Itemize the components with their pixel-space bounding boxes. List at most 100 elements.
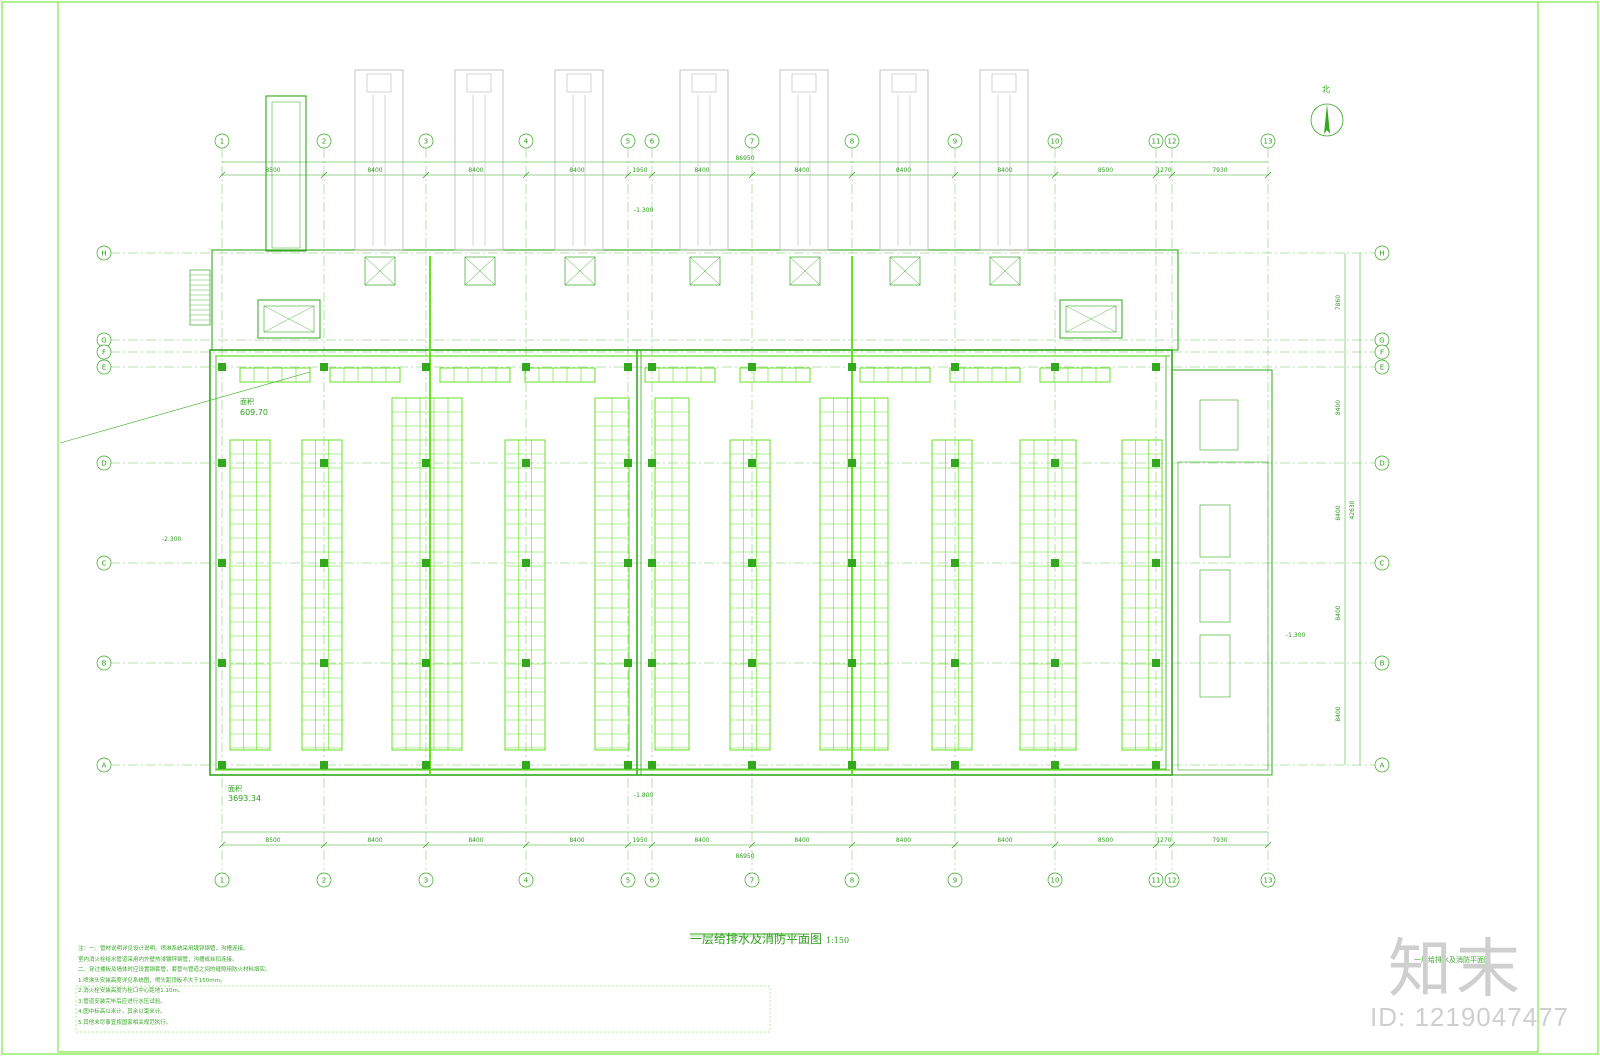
- dimension-label: 8400: [367, 167, 382, 174]
- note-line: 1.喷淋头安装高度详见系统图，喷头距顶板不大于150mm。: [78, 977, 226, 984]
- axis-bubble: [96, 655, 112, 671]
- equipment-box: [1199, 399, 1239, 451]
- air-cooler: [949, 367, 1021, 383]
- cold-storage-wall: [209, 349, 1173, 776]
- north-corridor-wall: [211, 249, 1179, 351]
- axis-bubble: [316, 872, 332, 888]
- structural-column: [748, 459, 756, 467]
- structural-column: [1051, 659, 1059, 667]
- dimension-tick: [422, 171, 430, 179]
- dimension-tick: [1051, 171, 1059, 179]
- watermark-id: ID: 1219047477: [1370, 1002, 1570, 1032]
- machine-room-x: [263, 305, 315, 333]
- axis-bubble: [1374, 655, 1390, 671]
- axis-label: 6: [650, 877, 655, 885]
- axis-label: B: [102, 660, 107, 668]
- axis-label: 3: [424, 138, 428, 146]
- axis-bubble: [744, 133, 760, 149]
- air-cooler: [524, 367, 596, 383]
- note-cloud: [75, 985, 771, 1033]
- machine-room-equipment: [1065, 305, 1117, 333]
- structural-column: [951, 363, 959, 371]
- dock-leveler-x: [989, 256, 1021, 286]
- structural-column: [218, 459, 226, 467]
- structural-column: [951, 761, 959, 769]
- structural-column: [848, 761, 856, 769]
- note-line: 注：一、管材说明详见设计说明。喷淋系统采用镀锌钢管，沟槽连接。: [78, 946, 249, 952]
- axis-bubble: [96, 555, 112, 571]
- structural-column: [624, 363, 632, 371]
- structural-column: [648, 459, 656, 467]
- dimension-tick: [218, 171, 226, 179]
- north-arrow-icon: [1310, 103, 1344, 137]
- dimension-tick: [218, 841, 226, 849]
- axis-label: 12: [1168, 138, 1177, 146]
- area-label: 面积: [240, 397, 254, 406]
- dock-leveler-x: [889, 256, 921, 286]
- storage-rack: [301, 439, 343, 751]
- structural-column: [422, 459, 430, 467]
- axis-bubble: [518, 872, 534, 888]
- structural-column: [422, 659, 430, 667]
- structural-column: [624, 761, 632, 769]
- axis-bubble: [844, 872, 860, 888]
- dimension-label: 8400: [468, 167, 483, 174]
- structural-column: [320, 761, 328, 769]
- structural-column: [648, 559, 656, 567]
- axis-label: 8: [850, 877, 854, 885]
- axis-bubble: [644, 872, 660, 888]
- dimension-label: 8500: [1098, 167, 1113, 174]
- truck-dock: [679, 69, 729, 251]
- dimension-label: 8400: [1335, 605, 1342, 620]
- axis-bubble: [96, 344, 112, 360]
- axis-label: 9: [953, 877, 957, 885]
- axis-label: 5: [626, 138, 630, 146]
- dimension-label: 8400: [367, 837, 382, 844]
- axis-label: G: [101, 337, 106, 345]
- truck-dock: [354, 69, 404, 251]
- note-line: 4.图中标高以米计，其余以毫米计。: [78, 1009, 166, 1015]
- structural-column: [748, 761, 756, 769]
- storage-rack: [819, 397, 889, 751]
- structural-column: [951, 659, 959, 667]
- axis-label: 9: [953, 138, 957, 146]
- axis-bubble: [1260, 872, 1276, 888]
- level-mark: -1.300: [634, 207, 654, 214]
- structural-column: [522, 559, 530, 567]
- structural-column: [320, 459, 328, 467]
- inner-frame: [57, 1, 1539, 1053]
- axis-bubble: [620, 133, 636, 149]
- axis-bubble: [620, 872, 636, 888]
- dimension-label: 8400: [468, 837, 483, 844]
- dimension-label: 8400: [997, 837, 1012, 844]
- dock-door: [691, 73, 717, 93]
- air-cooler: [739, 367, 811, 383]
- ramp: [265, 95, 307, 252]
- dimension-tick: [1264, 171, 1272, 179]
- machine-room: [1059, 299, 1123, 339]
- dock-leveler: [689, 256, 721, 286]
- dimension-label: 8500: [265, 167, 280, 174]
- dimension-label: 8400: [1335, 400, 1342, 415]
- level-mark: -2.300: [162, 536, 182, 543]
- structural-column: [648, 363, 656, 371]
- axis-bubble: [1374, 455, 1390, 471]
- air-cooler: [644, 367, 716, 383]
- dimension-tick: [1051, 841, 1059, 849]
- cold-storage-inner-wall: [215, 355, 1167, 770]
- axis-bubble: [1164, 872, 1180, 888]
- axis-label: 3: [424, 877, 428, 885]
- dimension-label: 8400: [569, 837, 584, 844]
- level-mark: -1.800: [634, 792, 654, 799]
- axis-bubble: [947, 133, 963, 149]
- dimension-label: 8400: [1335, 706, 1342, 721]
- dock-leveler-x: [789, 256, 821, 286]
- truck-dock: [454, 69, 504, 251]
- axis-bubble: [96, 245, 112, 261]
- structural-column: [1152, 559, 1160, 567]
- axis-label: C: [102, 560, 107, 568]
- axis-bubble: [844, 133, 860, 149]
- axis-label: 8: [850, 138, 854, 146]
- note-line: 二、穿过楼板及墙体时应设置钢套管，套管与管道之间的缝隙用防火材料填实。: [78, 967, 271, 973]
